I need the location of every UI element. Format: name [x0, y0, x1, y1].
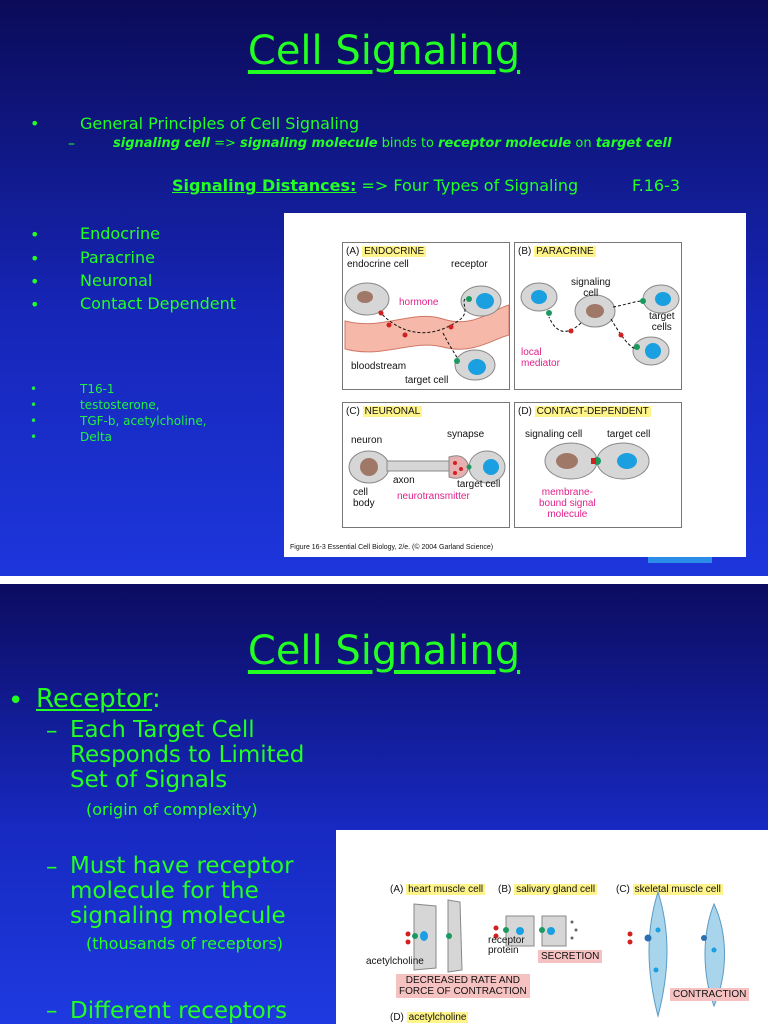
- term-receptor-molecule: receptor molecule: [438, 136, 572, 151]
- receptor-figure: (A) heart muscle cell (B) salivary gland…: [336, 830, 768, 1024]
- panel-neuronal: (C) NEURONAL neuron synapse axon target …: [342, 402, 510, 528]
- note-testosterone: testosterone,: [80, 398, 160, 412]
- type-endocrine: Endocrine: [80, 224, 160, 243]
- label-contraction: CONTRACTION: [670, 988, 750, 1001]
- principle-text: General Principles of Cell Signaling: [80, 114, 360, 133]
- bullet-dot: •: [30, 414, 38, 428]
- point-different-receptors: Different receptors: [70, 998, 288, 1024]
- sub-bullet-dash: –: [46, 718, 58, 744]
- distances-rest: => Four Types of Signaling: [356, 176, 579, 195]
- slide-1-title: Cell Signaling: [247, 28, 521, 74]
- term-on: on: [571, 136, 596, 151]
- fig-label-heart: (A) heart muscle cell: [390, 884, 486, 895]
- panel-d-label: (D) CONTACT-DEPENDENT: [518, 406, 651, 417]
- receptor-colon: :: [152, 684, 161, 714]
- label-neuron: neuron: [351, 435, 383, 446]
- panel-a-label: (A) ENDOCRINE: [346, 246, 427, 257]
- type-neuronal: Neuronal: [80, 271, 153, 290]
- type-paracrine: Paracrine: [80, 248, 155, 267]
- panel-c-label: (C) NEURONAL: [346, 406, 423, 417]
- bullet-dot: •: [30, 225, 40, 244]
- bullet-dot: •: [30, 272, 40, 291]
- principle-subline: signaling cell => signaling molecule bin…: [113, 136, 671, 151]
- term-arrow: =>: [209, 136, 241, 151]
- signaling-distances-line: Signaling Distances: => Four Types of Si…: [172, 176, 578, 195]
- receptor-heading: Receptor:: [36, 684, 161, 714]
- label-axon: axon: [393, 475, 415, 486]
- figure-16-3: (A) ENDOCRINE endocrine cell receptor: [284, 213, 746, 557]
- bullet-dot: •: [30, 249, 40, 268]
- endocrine-illustration: [344, 282, 509, 381]
- label-endocrine-cell: endocrine cell: [347, 259, 409, 270]
- panel-contact-dependent: (D) CONTACT-DEPENDENT signaling cell tar…: [514, 402, 682, 528]
- receptor-word: Receptor: [36, 684, 153, 714]
- point-each-target-cell: Each Target Cell Responds to Limited Set…: [70, 717, 305, 793]
- term-binds-to: binds to: [377, 136, 439, 151]
- note-tgfb: TGF-b, acetylcholine,: [80, 414, 207, 428]
- label-secretion: SECRETION: [538, 950, 603, 963]
- label-signaling-cell: signaling cell: [525, 429, 583, 440]
- sub-bullet-dash: –: [46, 998, 58, 1024]
- label-target-cell: target cell: [607, 429, 651, 440]
- note-t16-1: T16-1: [80, 382, 115, 396]
- label-target-cell: target cell: [405, 375, 449, 386]
- point-must-have-receptor: Must have receptor molecule for the sign…: [70, 853, 294, 929]
- panel-b-label: (B) PARACRINE: [518, 246, 596, 257]
- fig-label-salivary: (B) salivary gland cell: [498, 884, 598, 895]
- bullet-dot: •: [30, 430, 38, 444]
- slide-nav-bar: [648, 557, 712, 563]
- bullet-dot: •: [8, 686, 24, 716]
- note-delta: Delta: [80, 430, 113, 444]
- slide-2: Cell Signaling • Receptor: – Each Target…: [0, 584, 768, 1024]
- type-contact-dependent: Contact Dependent: [80, 294, 237, 313]
- label-synapse: synapse: [447, 429, 485, 440]
- panel-endocrine: (A) ENDOCRINE endocrine cell receptor: [342, 242, 510, 390]
- label-bloodstream: bloodstream: [351, 361, 407, 372]
- fig-label-skeletal: (C) skeletal muscle cell: [616, 884, 723, 895]
- label-acetylcholine: acetylcholine: [366, 956, 424, 967]
- note-thousands-of-receptors: (thousands of receptors): [86, 934, 284, 953]
- sub-bullet-dash: –: [46, 854, 58, 880]
- paracrine-illustration: [520, 282, 680, 366]
- bullet-dot: •: [30, 382, 38, 396]
- term-signaling-molecule: signaling molecule: [240, 136, 378, 151]
- term-signaling-cell: signaling cell: [113, 136, 210, 151]
- bullet-dot: •: [30, 295, 40, 314]
- slide-2-title: Cell Signaling: [247, 628, 521, 674]
- label-receptor: receptor: [451, 259, 488, 270]
- figure-reference: F.16-3: [632, 176, 681, 195]
- label-neurotransmitter: neurotransmitter: [397, 491, 470, 502]
- neuronal-illustration: [348, 450, 506, 484]
- figure-caption: Figure 16-3 Essential Cell Biology, 2/e.…: [290, 544, 494, 551]
- term-target-cell: target cell: [595, 136, 672, 151]
- distances-label: Signaling Distances:: [172, 176, 357, 195]
- bullet-dot: •: [30, 114, 40, 133]
- slide-separator: [0, 576, 768, 584]
- label-target-cell: target cell: [457, 479, 501, 490]
- slide-1: Cell Signaling • General Principles of C…: [0, 0, 768, 576]
- receptor-examples-illustration: [405, 890, 725, 1018]
- contact-dependent-illustration: [544, 442, 650, 480]
- note-origin-of-complexity: (origin of complexity): [86, 800, 258, 819]
- label-hormone: hormone: [399, 297, 439, 308]
- sub-bullet-dash: –: [68, 136, 75, 152]
- bullet-dot: •: [30, 398, 38, 412]
- fig-label-acetylcholine-d: (D) acetylcholine: [390, 1012, 469, 1023]
